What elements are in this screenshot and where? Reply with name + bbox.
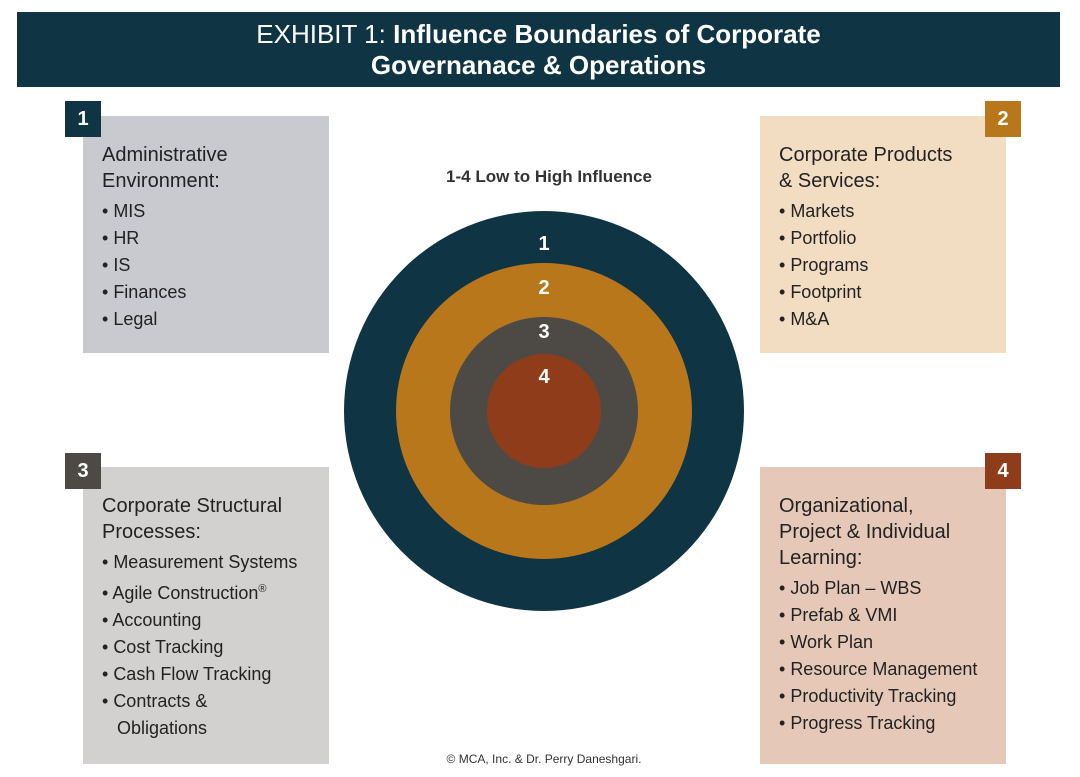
badge-4: 4 <box>985 453 1021 489</box>
list-item: HR <box>102 225 329 252</box>
item-list: Markets Portfolio Programs Footprint M&A <box>779 198 1006 333</box>
registered-mark: ® <box>258 583 267 595</box>
badge-2: 2 <box>985 101 1021 137</box>
item-list: MIS HR IS Finances Legal <box>102 198 329 333</box>
box-title: Corporate Products& Services: <box>779 144 953 192</box>
legend-text: 1-4 Low to High Influence <box>446 167 652 186</box>
list-item: Footprint <box>779 279 1006 306</box>
list-item: Resource Management <box>779 656 1006 683</box>
list-item: MIS <box>102 198 329 225</box>
title-prefix: EXHIBIT 1: <box>256 19 386 49</box>
list-item: Finances <box>102 279 329 306</box>
badge-3: 3 <box>65 453 101 489</box>
list-item: Work Plan <box>779 629 1006 656</box>
badge-1: 1 <box>65 101 101 137</box>
title-line-1: Influence Boundaries of Corporate <box>393 19 821 49</box>
list-item: Agile Construction® <box>102 576 329 607</box>
list-item: Legal <box>102 306 329 333</box>
ring-label-2: 2 <box>538 277 549 299</box>
box-corporate-products: Corporate Products& Services: Markets Po… <box>760 116 1006 353</box>
list-item: Cash Flow Tracking <box>102 661 329 688</box>
ring-label-4: 4 <box>538 366 550 388</box>
list-item: Job Plan – WBS <box>779 575 1006 602</box>
list-item: Progress Tracking <box>779 710 1006 737</box>
copyright: © MCA, Inc. & Dr. Perry Daneshgari. <box>446 752 642 766</box>
list-item: Measurement Systems <box>102 549 329 576</box>
item-list: Job Plan – WBS Prefab & VMI Work Plan Re… <box>779 575 1006 737</box>
list-item: Programs <box>779 252 1006 279</box>
list-item: Accounting <box>102 607 329 634</box>
ring-label-3: 3 <box>538 321 549 343</box>
title-line-2: Governanace & Operations <box>370 50 707 80</box>
title-banner: EXHIBIT 1: Influence Boundaries of Corpo… <box>17 12 1060 87</box>
ring-4 <box>487 354 601 468</box>
list-item: Prefab & VMI <box>779 602 1006 629</box>
list-item: IS <box>102 252 329 279</box>
list-item: Productivity Tracking <box>779 683 1006 710</box>
list-item: Markets <box>779 198 1006 225</box>
list-item: M&A <box>779 306 1006 333</box>
item-list: Measurement Systems Agile Construction® … <box>102 549 329 742</box>
list-item: Contracts & Obligations <box>102 688 247 742</box>
list-item: Portfolio <box>779 225 1006 252</box>
ring-label-1: 1 <box>538 233 549 255</box>
list-item: Cost Tracking <box>102 634 329 661</box>
